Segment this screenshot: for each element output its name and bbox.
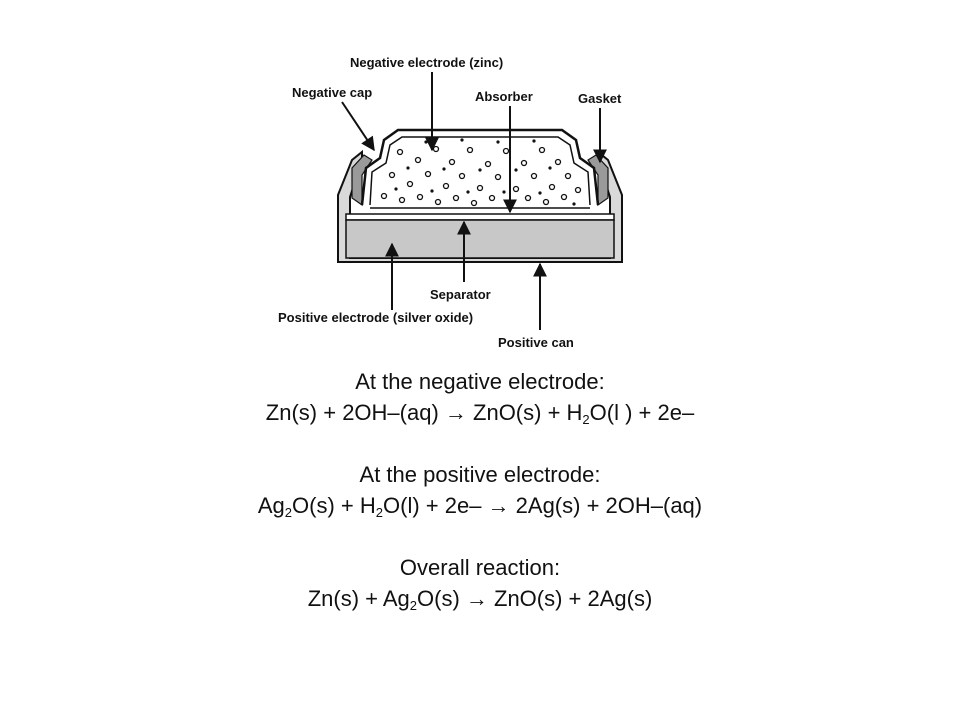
eq-text: Ag [257, 493, 285, 518]
subscript: 2 [582, 412, 590, 427]
separator-band [345, 213, 615, 221]
negative-electrode-heading: At the negative electrode: [355, 369, 605, 394]
eq-text: Zn(s) + Ag [307, 586, 410, 611]
label-positive-can: Positive can [498, 335, 574, 350]
label-negative-cap: Negative cap [292, 85, 372, 100]
positive-electrode-heading: At the positive electrode: [359, 462, 601, 487]
zinc-particles [380, 145, 582, 207]
negative-cap-inner [369, 136, 591, 206]
negative-cap-shape [360, 128, 600, 206]
zinc-particles-solid [394, 138, 576, 206]
label-absorber: Absorber [475, 89, 533, 104]
negative-electrode-equation: Zn(s) + 2OH–(aq) → ZnO(s) + H2O(l ) + 2e… [0, 397, 960, 428]
eq-text: O(l) + 2e– → 2Ag(s) + 2OH–(aq) [383, 493, 703, 518]
overall-reaction-heading: Overall reaction: [399, 555, 561, 580]
eq-text: Zn(s) + 2OH–(aq) → ZnO(s) + H [265, 400, 583, 425]
subscript: 2 [284, 505, 293, 520]
label-negative-electrode: Negative electrode (zinc) [350, 55, 503, 70]
positive-electrode-equation: Ag2O(s) + H2O(l) + 2e– → 2Ag(s) + 2OH–(a… [0, 490, 960, 521]
subscript: 2 [409, 598, 418, 613]
eq-text: O(s) → ZnO(s) + 2Ag(s) [417, 586, 653, 611]
eq-text: O(l ) + 2e– [589, 400, 695, 425]
equations-block: At the negative electrode: Zn(s) + 2OH–(… [0, 366, 960, 614]
label-positive-electrode: Positive electrode (silver oxide) [278, 310, 473, 325]
eq-text: O(s) + H [292, 493, 376, 518]
label-gasket: Gasket [578, 91, 622, 106]
battery-diagram: Negative electrode (zinc) Negative cap A… [278, 55, 623, 350]
subscript: 2 [375, 505, 383, 520]
negative-cap-arrow [341, 101, 375, 152]
silver-oxide-block [345, 219, 615, 259]
label-separator: Separator [430, 287, 491, 302]
overall-reaction-equation: Zn(s) + Ag2O(s) → ZnO(s) + 2Ag(s) [0, 583, 960, 614]
